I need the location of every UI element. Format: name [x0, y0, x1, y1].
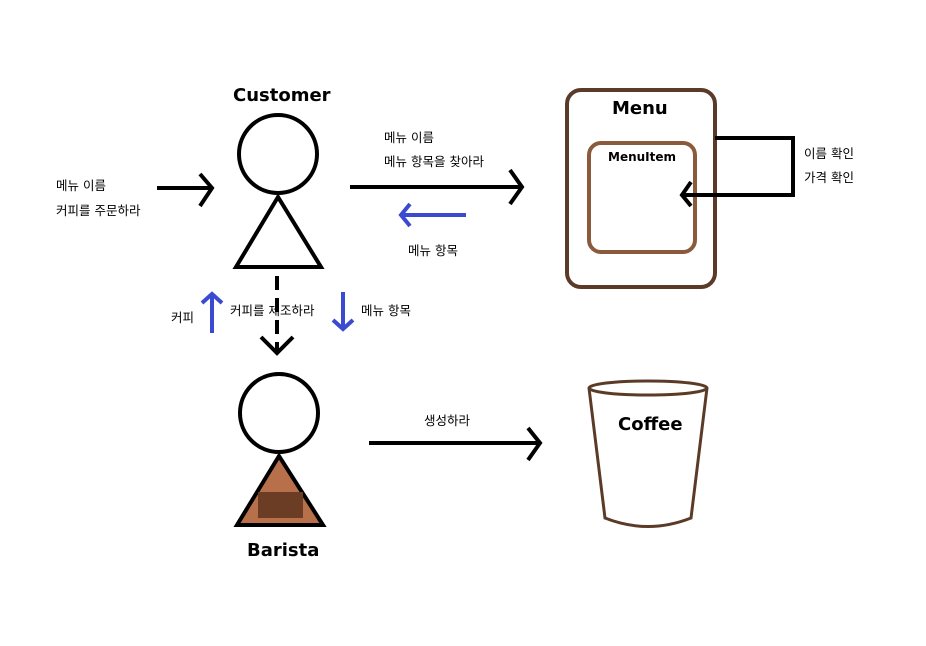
coffee-title: Coffee	[618, 414, 683, 435]
coffee-cup-body	[587, 387, 709, 528]
menu-item-pass-arrow	[331, 292, 355, 332]
check-name-label: 이름 확인	[804, 146, 854, 161]
barista-apron-pocket	[258, 492, 303, 518]
barista-figure	[233, 372, 327, 527]
order-arrow	[157, 172, 215, 208]
create-label: 생성하라	[424, 413, 471, 428]
order-label-line1: 메뉴 이름	[56, 178, 106, 193]
customer-figure	[232, 113, 325, 269]
check-price-label: 가격 확인	[804, 170, 854, 185]
menu-item-pass-label: 메뉴 항목	[361, 303, 411, 318]
return-menu-item-label: 메뉴 항목	[408, 243, 458, 258]
coffee-cup-rim	[587, 379, 709, 397]
make-coffee-arrow	[259, 276, 295, 356]
customer-body	[232, 193, 325, 269]
coffee-return-label: 커피	[171, 310, 195, 325]
barista-title: Barista	[247, 540, 320, 561]
return-menu-item-arrow	[398, 202, 466, 228]
find-label-line1: 메뉴 이름	[384, 130, 434, 145]
coffee-cup	[587, 379, 709, 528]
find-label-line2: 메뉴 항목을 찾아라	[384, 154, 484, 169]
create-coffee-arrow	[369, 426, 543, 462]
menu-title: Menu	[612, 98, 668, 119]
coffee-return-arrow	[200, 291, 224, 333]
menu-box	[565, 88, 717, 289]
menu-check-arrow	[679, 136, 795, 208]
menuitem-box	[587, 141, 697, 254]
order-label-line2: 커피를 주문하라	[56, 203, 141, 218]
make-coffee-label: 커피를 제조하라	[230, 303, 315, 318]
customer-head	[237, 113, 319, 195]
find-menu-item-arrow	[350, 168, 525, 206]
barista-head	[238, 372, 320, 454]
customer-title: Customer	[233, 85, 331, 106]
menuitem-title: MenuItem	[608, 150, 677, 164]
